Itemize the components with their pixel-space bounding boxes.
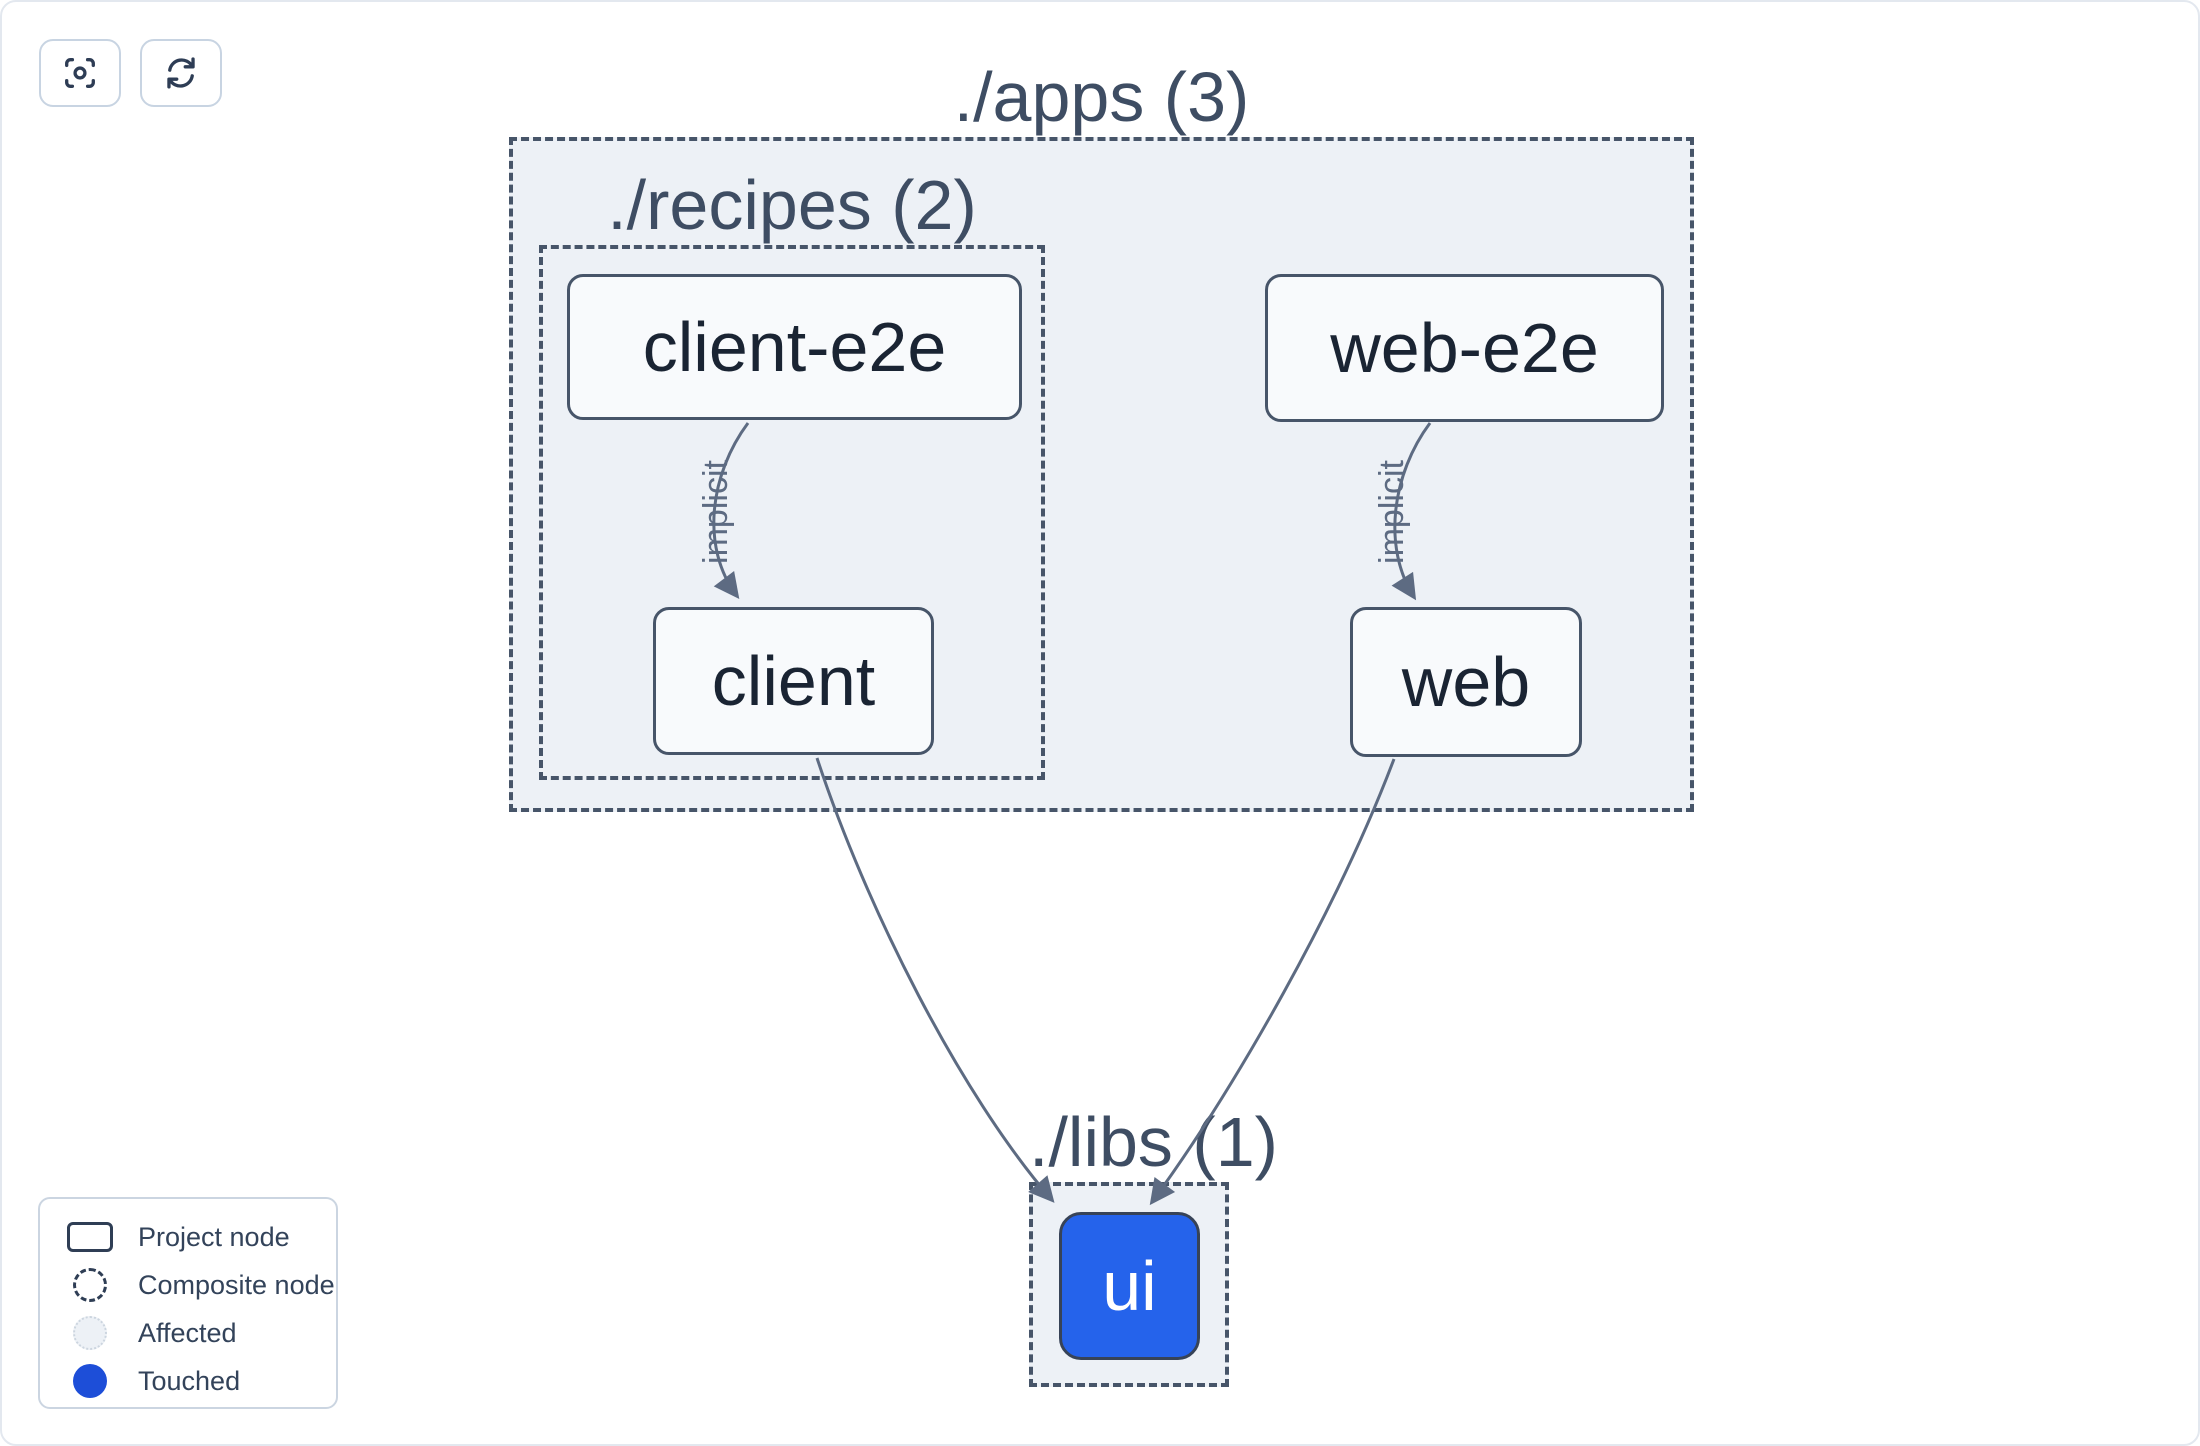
graph-legend: Project node Composite node Affected Tou… xyxy=(38,1197,338,1409)
legend-row-project-node: Project node xyxy=(60,1213,336,1261)
project-node-swatch-icon xyxy=(67,1222,113,1252)
touched-swatch-icon xyxy=(73,1364,107,1398)
node-web[interactable]: web xyxy=(1350,607,1582,757)
legend-label-composite-node: Composite node xyxy=(138,1269,335,1300)
node-web-label: web xyxy=(1401,643,1531,721)
node-client-e2e[interactable]: client-e2e xyxy=(567,274,1022,420)
node-client[interactable]: client xyxy=(653,607,934,755)
edge-client-to-ui xyxy=(815,757,1055,1203)
cluster-apps-label: ./apps (3) xyxy=(953,58,1250,136)
node-web-e2e[interactable]: web-e2e xyxy=(1265,274,1664,422)
legend-row-composite-node: Composite node xyxy=(60,1261,336,1309)
cluster-recipes-label: ./recipes (2) xyxy=(607,166,977,244)
affected-swatch-icon xyxy=(73,1316,107,1350)
node-ui-label: ui xyxy=(1102,1247,1157,1325)
graph-toolbar xyxy=(39,39,222,107)
center-graph-button[interactable] xyxy=(39,39,121,107)
node-client-label: client xyxy=(711,642,876,720)
cluster-libs-label: ./libs (1) xyxy=(1029,1103,1278,1181)
refresh-button[interactable] xyxy=(140,39,222,107)
legend-label-project-node: Project node xyxy=(138,1221,290,1252)
legend-label-touched: Touched xyxy=(138,1365,241,1396)
legend-row-affected: Affected xyxy=(60,1309,336,1357)
node-ui-touched[interactable]: ui xyxy=(1059,1212,1200,1360)
composite-node-swatch-icon xyxy=(73,1268,107,1302)
focus-icon xyxy=(65,58,95,88)
node-client-e2e-label: client-e2e xyxy=(642,308,947,386)
legend-label-affected: Affected xyxy=(138,1317,237,1348)
refresh-icon xyxy=(167,57,195,89)
node-web-e2e-label: web-e2e xyxy=(1330,309,1599,387)
legend-row-touched: Touched xyxy=(60,1357,336,1405)
